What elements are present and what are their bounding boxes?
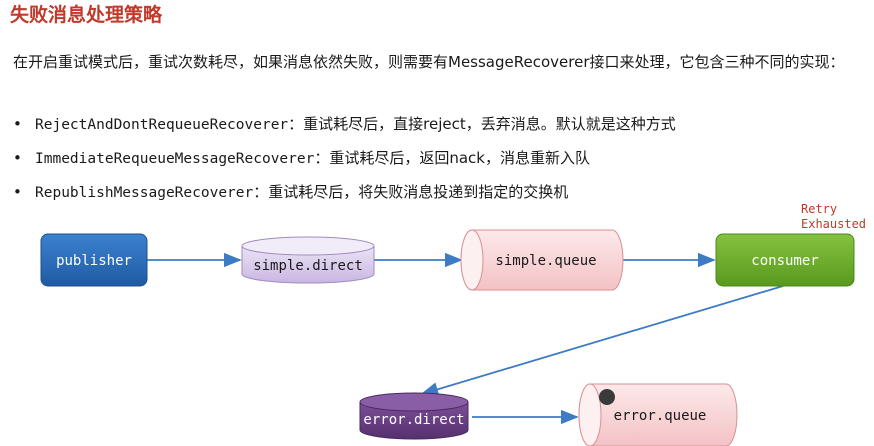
simple-direct-label: simple.direct <box>253 258 363 274</box>
error-queue-node: error.queue <box>578 383 738 446</box>
arrow-consumer-to-error-exchange <box>420 285 784 397</box>
page-title: 失败消息处理策略 <box>10 4 163 26</box>
error-direct-exchange: error.direct <box>359 392 469 440</box>
simple-queue-node: simple.queue <box>460 229 624 291</box>
recoverer-name: RejectAndDontRequeueRecoverer <box>35 117 289 133</box>
recoverer-name: RepublishMessageRecoverer <box>35 185 254 201</box>
message-dot-icon <box>599 389 615 405</box>
list-item: • RejectAndDontRequeueRecoverer：重试耗尽后，直接… <box>13 110 676 144</box>
list-item: • RepublishMessageRecoverer：重试耗尽后，将失败消息投… <box>13 178 676 212</box>
consumer-label: consumer <box>751 253 818 269</box>
bullet-icon: • <box>13 183 22 201</box>
bullet-icon: • <box>13 115 22 133</box>
consumer-node: consumer <box>715 233 855 287</box>
recoverer-description: ：重试耗尽后，将失败消息投递到指定的交换机 <box>253 183 569 201</box>
publisher-label: publisher <box>56 253 132 269</box>
error-direct-label: error.direct <box>363 412 464 428</box>
simple-queue-label: simple.queue <box>495 253 596 269</box>
error-queue-label: error.queue <box>614 408 707 424</box>
recoverer-name: ImmediateRequeueMessageRecoverer <box>35 151 315 167</box>
recoverer-description: ：重试耗尽后，直接reject，丢弃消息。默认就是这种方式 <box>288 115 676 133</box>
retry-exhausted-note: Retry Exhausted <box>801 202 867 231</box>
recoverer-list: • RejectAndDontRequeueRecoverer：重试耗尽后，直接… <box>13 110 676 212</box>
publisher-node: publisher <box>40 233 148 287</box>
list-item: • ImmediateRequeueMessageRecoverer：重试耗尽后… <box>13 144 676 178</box>
intro-paragraph: 在开启重试模式后，重试次数耗尽，如果消息依然失败，则需要有MessageReco… <box>13 53 845 71</box>
simple-direct-exchange: simple.direct <box>241 236 375 284</box>
bullet-icon: • <box>13 149 22 167</box>
recoverer-description: ：重试耗尽后，返回nack，消息重新入队 <box>314 149 590 167</box>
